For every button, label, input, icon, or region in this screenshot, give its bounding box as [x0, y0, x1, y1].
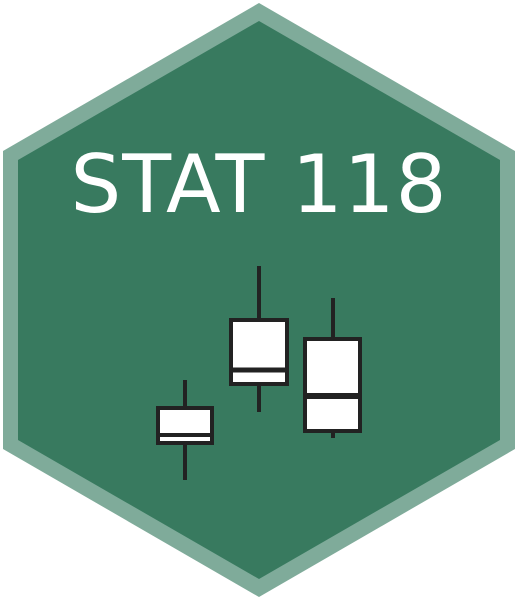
box: [229, 318, 289, 386]
box-plot-icon: [156, 266, 362, 480]
box-plot-left: [156, 380, 214, 480]
box: [303, 337, 362, 433]
box: [156, 406, 214, 445]
box-plot-right: [303, 298, 362, 438]
box-plot-middle: [229, 266, 289, 412]
hex-title: STAT 118: [71, 138, 448, 231]
